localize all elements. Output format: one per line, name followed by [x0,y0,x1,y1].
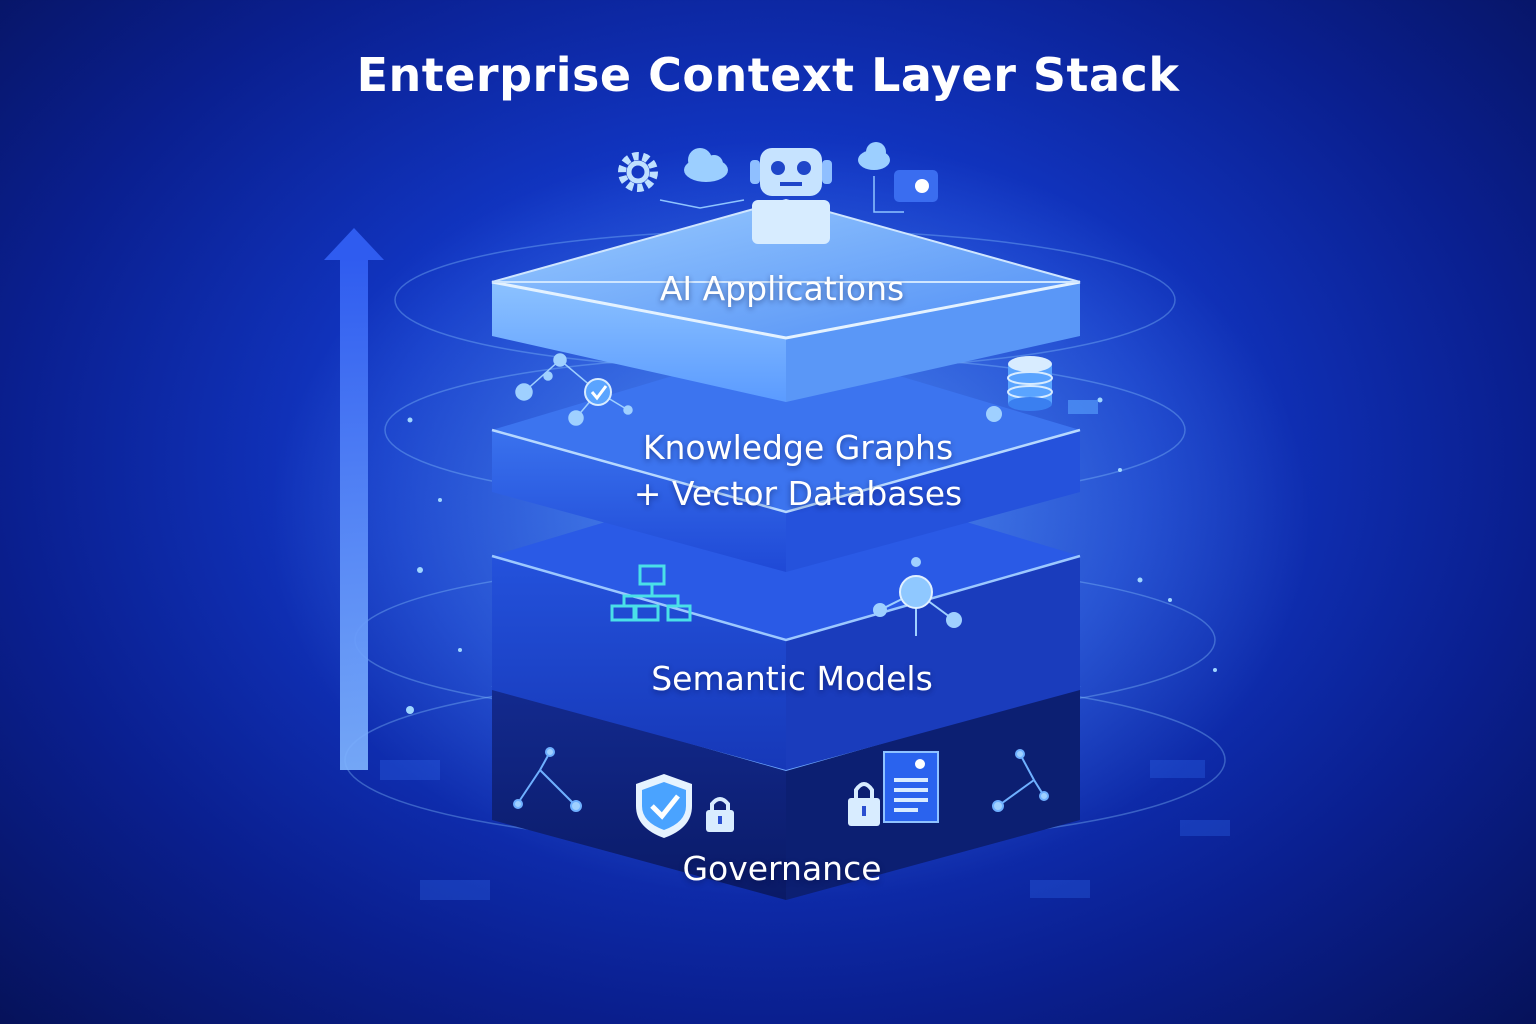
icon-connectors [659,176,904,213]
sparkle-particles [406,397,1217,714]
checkmark-node-icon [584,378,612,406]
robot-icon [750,148,832,244]
up-arrow-icon [324,228,384,770]
padlock-icon [848,782,880,826]
shield-check-icon [636,774,692,838]
layer-label-governance: Governance [682,849,882,888]
document-icon [883,751,939,823]
layer-label-line-2: + Vector Databases [633,474,963,513]
layer-label-knowledge-graphs: Knowledge Graphs + Vector Databases [30,425,1536,517]
padlock-icon [706,797,734,832]
ai-applications-layer [491,198,1081,402]
knowledge-graphs-layer [491,342,1081,572]
floor-tiles [380,760,1230,900]
chat-bubble-icon [894,170,938,202]
cloud-icon [858,142,890,170]
database-icon [986,356,1098,422]
layer-label-semantic-models: Semantic Models [651,659,933,698]
page-title: Enterprise Context Layer Stack [356,48,1180,102]
hub-node-icon [873,557,962,636]
hierarchy-icon [610,564,692,622]
layer-label-line-1: Knowledge Graphs [642,428,954,467]
circuit-lines [513,747,1049,812]
layer-label-ai-applications: AI Applications [659,269,905,308]
gear-icon [618,152,658,192]
cloud-icon [684,148,728,182]
